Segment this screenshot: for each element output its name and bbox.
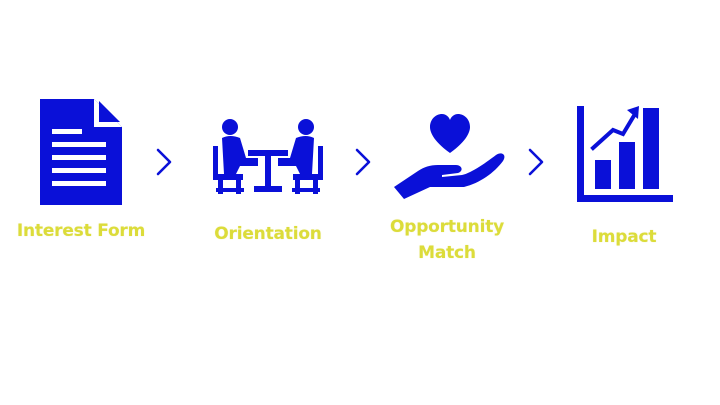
step-label-interest-form: Interest Form (16, 221, 146, 241)
heart-in-hand-icon (394, 114, 505, 199)
step-label-impact: Impact (591, 227, 657, 247)
step-label-opportunity-match-line1: Opportunity (389, 217, 505, 237)
chevron-right-icon (355, 148, 371, 176)
step-label-orientation: Orientation (214, 224, 322, 244)
chevron-right-icon (528, 148, 544, 176)
document-icon (40, 99, 122, 205)
growth-chart-icon (577, 106, 673, 202)
chevron-right-icon (156, 148, 172, 176)
meeting-icon (213, 119, 323, 194)
step-label-opportunity-match-line2: Match (418, 243, 476, 263)
